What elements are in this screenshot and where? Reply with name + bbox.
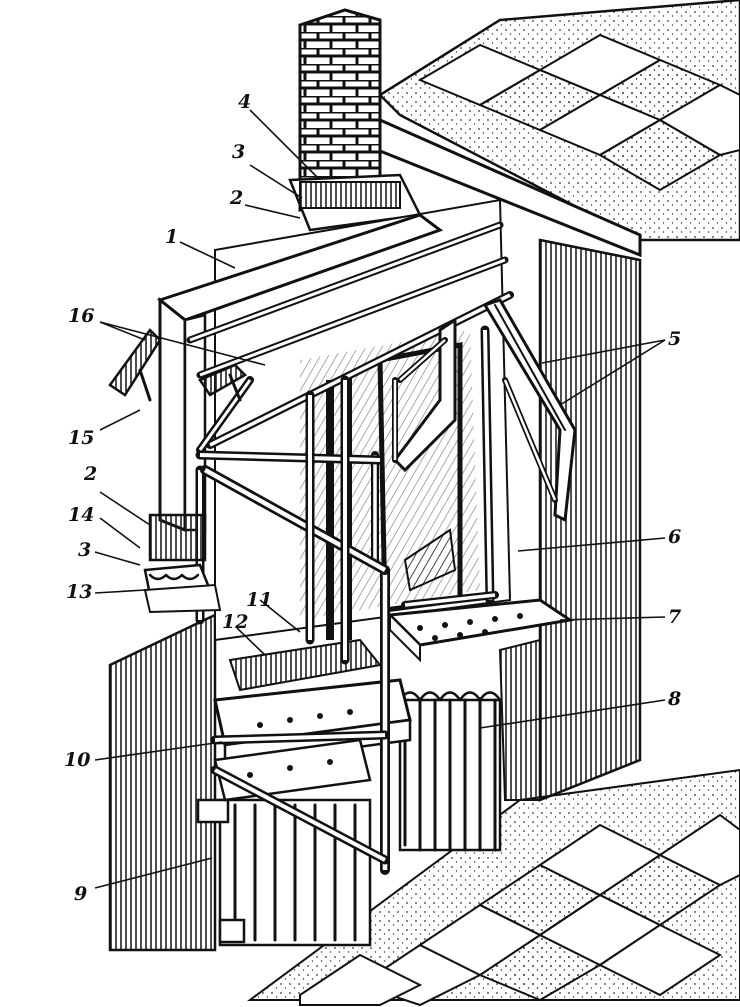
label-7: 7 (668, 606, 681, 628)
label-1: 1 (165, 226, 178, 248)
support-block (143, 513, 222, 614)
leader-lines (94, 109, 666, 889)
label-4: 4 (238, 91, 251, 113)
label-2-top: 2 (229, 187, 243, 209)
label-2-bottom: 2 (83, 463, 97, 485)
label-6: 6 (668, 526, 681, 548)
left-bracket (108, 328, 248, 402)
right-wall (498, 238, 642, 802)
label-9: 9 (74, 883, 87, 905)
radiator-right (398, 691, 502, 852)
radiator-left (196, 798, 372, 947)
label-16: 16 (68, 305, 94, 327)
label-3-top: 3 (232, 141, 245, 163)
label-15: 15 (68, 427, 94, 449)
brick-wall (288, 8, 422, 232)
label-10: 10 (64, 749, 90, 771)
label-14: 14 (68, 504, 94, 526)
label-5: 5 (668, 328, 681, 350)
label-12: 12 (222, 611, 248, 633)
floor-tiles (246, 768, 740, 1007)
label-8: 8 (667, 688, 681, 710)
left-wall (108, 613, 217, 952)
scaffold-frame (156, 213, 514, 875)
brackets (392, 298, 577, 523)
label-3-bottom: 3 (78, 539, 91, 561)
label-13: 13 (66, 581, 92, 603)
label-11: 11 (246, 589, 272, 611)
number-labels: 4 3 2 1 16 15 2 14 3 13 11 12 10 9 5 6 7… (64, 91, 681, 905)
ceiling-slab (363, 0, 740, 258)
